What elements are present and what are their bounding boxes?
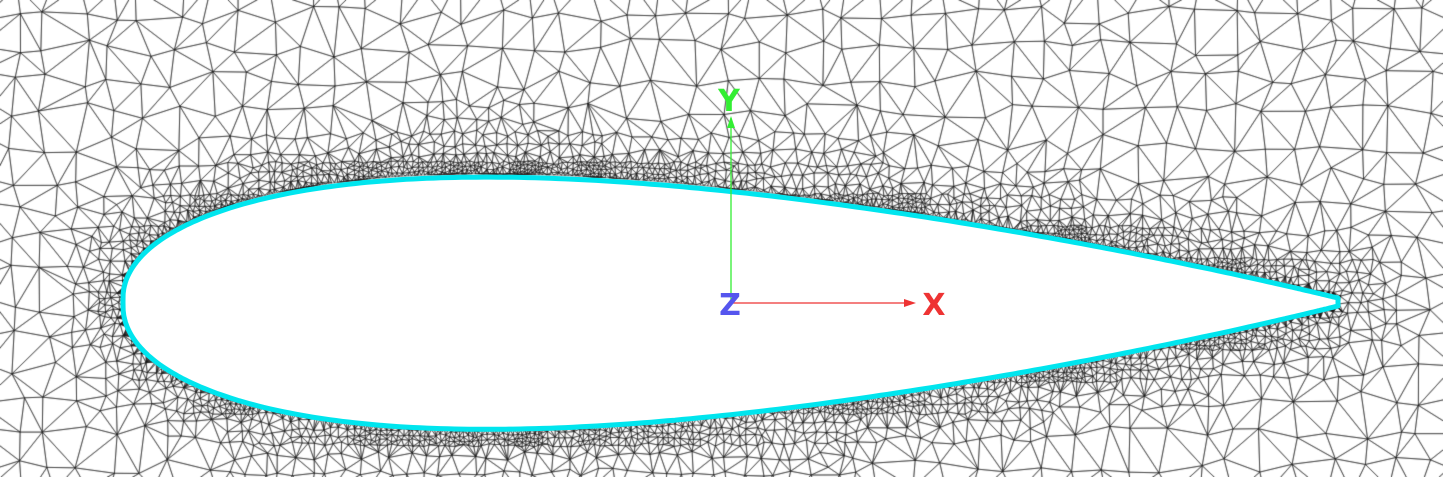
x-axis-arrowhead	[904, 299, 916, 307]
z-axis-label: Z	[719, 288, 741, 323]
airfoil-outline	[120, 174, 1341, 432]
x-axis-label: X	[922, 288, 945, 323]
y-axis-arrowhead	[727, 116, 735, 128]
y-axis-label: Y	[717, 84, 741, 119]
axis-triad: Y X Z	[717, 84, 945, 323]
